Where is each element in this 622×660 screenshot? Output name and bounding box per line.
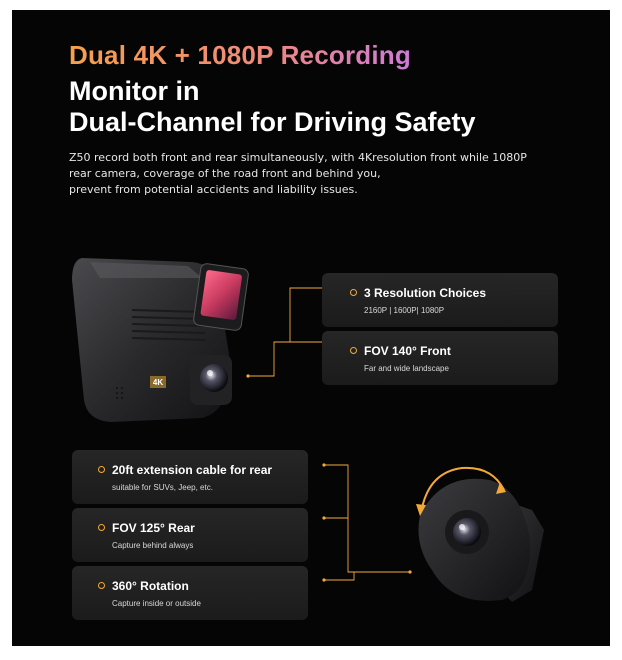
bullet-icon xyxy=(98,466,105,473)
feature-title: 3 Resolution Choices xyxy=(364,286,487,300)
feature-subtitle: Far and wide landscape xyxy=(364,364,449,373)
feature-subtitle: Capture behind always xyxy=(112,541,194,550)
headline-accent: Dual 4K + 1080P Recording xyxy=(69,40,411,70)
headline-main: Monitor in Dual-Channel for Driving Safe… xyxy=(69,76,476,138)
feature-card-resolution: 3 Resolution Choices 2160P | 1600P| 1080… xyxy=(322,273,558,327)
feature-subtitle: suitable for SUVs, Jeep, etc. xyxy=(112,483,213,492)
bullet-icon xyxy=(350,347,357,354)
feature-card-fov-rear: FOV 125° Rear Capture behind always xyxy=(72,508,308,562)
feature-title: FOV 125° Rear xyxy=(112,521,195,535)
feature-card-fov-front: FOV 140° Front Far and wide landscape xyxy=(322,331,558,385)
feature-subtitle: 2160P | 1600P| 1080P xyxy=(364,306,445,315)
headline-line-1: Monitor in xyxy=(69,76,200,106)
description-line-3: prevent from potential accidents and lia… xyxy=(69,183,358,196)
front-camera-image: 4K xyxy=(72,258,249,422)
description: Z50 record both front and rear simultane… xyxy=(69,150,569,198)
bullet-icon xyxy=(98,524,105,531)
feature-title: FOV 140° Front xyxy=(364,344,451,358)
feature-card-rotation: 360° Rotation Capture inside or outside xyxy=(72,566,308,620)
promo-canvas: Dual 4K + 1080P Recording Monitor in Dua… xyxy=(12,10,610,646)
front-camera-badge: 4K xyxy=(153,378,163,387)
feature-subtitle: Capture inside or outside xyxy=(112,599,201,608)
feature-title: 360° Rotation xyxy=(112,579,189,593)
feature-title: 20ft extension cable for rear xyxy=(112,463,273,477)
headline-line-2: Dual-Channel for Driving Safety xyxy=(69,107,476,137)
description-line-1: Z50 record both front and rear simultane… xyxy=(69,151,527,164)
product-illustrations: 4K xyxy=(72,258,544,602)
bullet-icon xyxy=(350,289,357,296)
description-line-2: rear camera, coverage of the road front … xyxy=(69,167,381,180)
rear-connector-lines xyxy=(324,464,410,581)
bullet-icon xyxy=(98,582,105,589)
rear-camera-image xyxy=(416,466,544,602)
feature-card-extension-cable: 20ft extension cable for rear suitable f… xyxy=(72,450,308,504)
